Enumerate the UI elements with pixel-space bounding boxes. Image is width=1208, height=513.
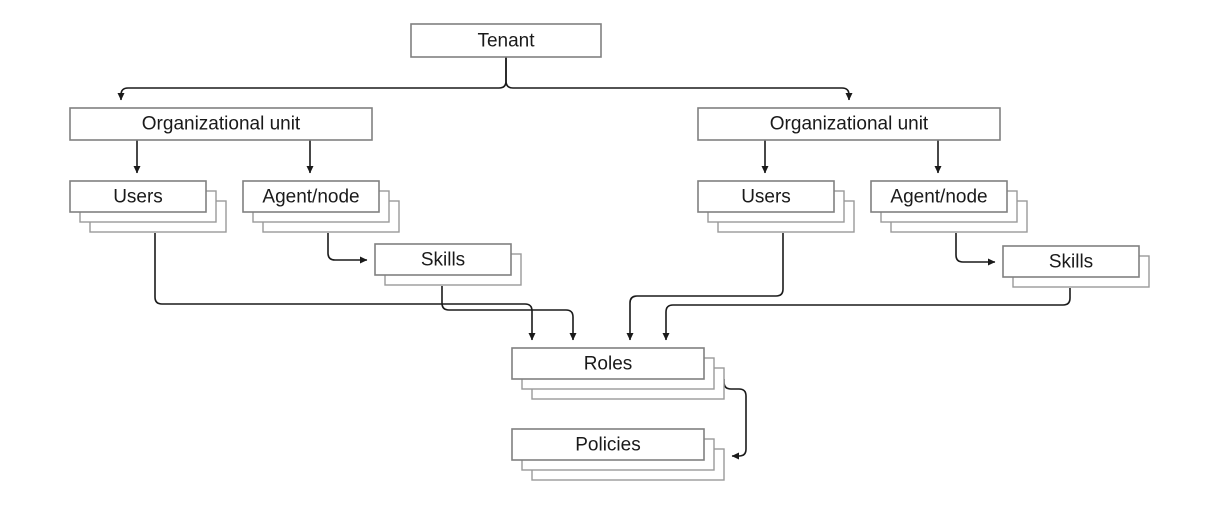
edge-skills-right-to-roles	[662, 288, 1071, 341]
node-agent-node-right-label: Agent/node	[890, 187, 987, 208]
node-users-left-label: Users	[113, 187, 163, 208]
node-skills-left-label: Skills	[421, 250, 465, 271]
edge-skills-left-to-roles	[441, 286, 577, 341]
node-org-unit-left[interactable]: Organizational unit	[69, 107, 373, 141]
edge-layer	[117, 57, 1071, 460]
node-skills-left[interactable]: Skills	[374, 243, 522, 286]
edge-users-left-to-roles	[154, 233, 536, 341]
edge-roles-to-policies	[723, 379, 747, 460]
node-org-unit-right-label: Organizational unit	[770, 114, 929, 135]
edge-tenant-to-org-unit-right	[505, 57, 853, 101]
edge-tenant-to-org-unit-left	[117, 57, 507, 101]
node-layer: Tenant Organizational unit Organizationa…	[69, 23, 1150, 481]
node-users-right-label: Users	[741, 187, 791, 208]
edge-users-right-to-roles	[626, 233, 784, 341]
node-skills-right-label: Skills	[1049, 252, 1093, 273]
node-users-left[interactable]: Users	[69, 180, 227, 233]
node-skills-right[interactable]: Skills	[1002, 245, 1150, 288]
node-policies-label: Policies	[575, 435, 640, 456]
node-tenant[interactable]: Tenant	[410, 23, 602, 58]
node-agent-node-right[interactable]: Agent/node	[870, 180, 1028, 233]
node-agent-node-left[interactable]: Agent/node	[242, 180, 400, 233]
node-org-unit-right[interactable]: Organizational unit	[697, 107, 1001, 141]
node-tenant-label: Tenant	[477, 31, 535, 52]
edge-agent-node-right-to-skills-right	[955, 233, 996, 266]
node-users-right[interactable]: Users	[697, 180, 855, 233]
node-policies[interactable]: Policies	[511, 428, 725, 481]
node-roles-label: Roles	[584, 354, 633, 375]
node-agent-node-left-label: Agent/node	[262, 187, 359, 208]
node-org-unit-left-label: Organizational unit	[142, 114, 301, 135]
node-roles[interactable]: Roles	[511, 347, 725, 400]
edge-agent-node-left-to-skills-left	[327, 233, 368, 264]
